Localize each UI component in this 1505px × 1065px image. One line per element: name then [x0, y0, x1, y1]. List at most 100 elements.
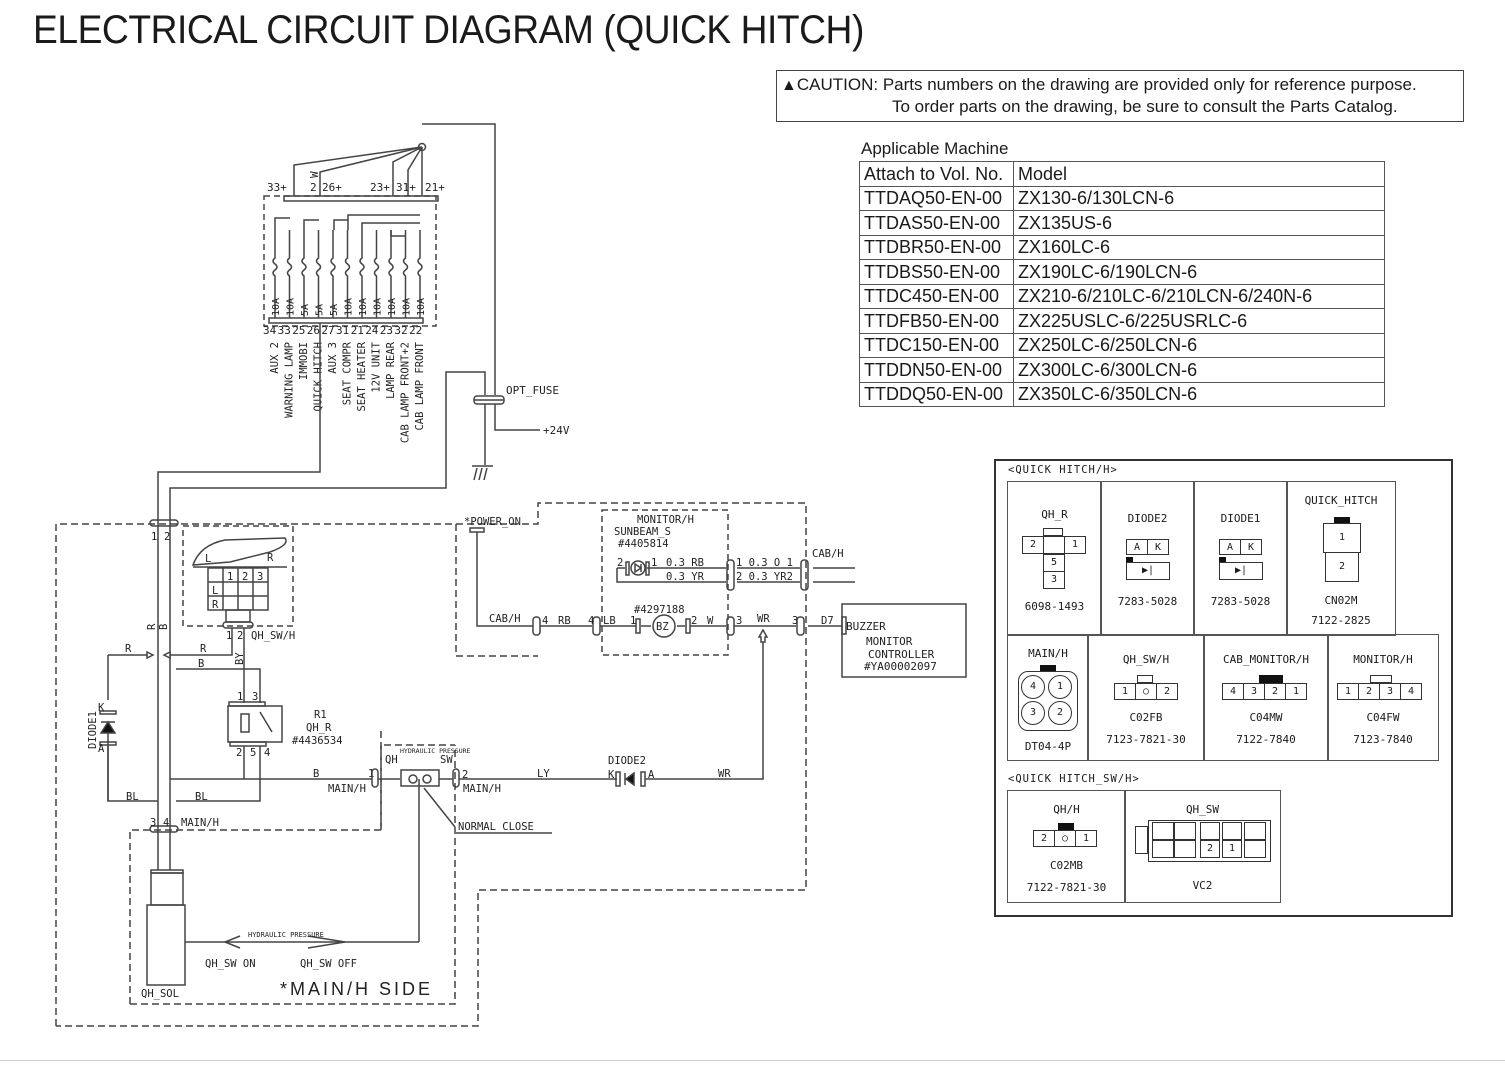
wire-o-right: 1 0.3 O 1: [736, 557, 793, 569]
cab-h-label: CAB/H: [812, 548, 844, 560]
connector-panel: <QUICK HITCH/H> QH_R 2 1 5 3 6098-1493 D…: [994, 459, 1453, 917]
fuse-icon: [330, 230, 336, 318]
page-divider: [0, 1060, 1505, 1061]
fuse-icon: [359, 230, 365, 318]
fuse-pin-label: 21: [351, 324, 364, 337]
vol-no-cell: TTDBS50-EN-00: [859, 259, 1014, 285]
pin-label: 3: [736, 615, 742, 627]
vol-no-cell: TTDAQ50-EN-00: [859, 185, 1014, 211]
top-terminal-label: 26+: [322, 181, 342, 194]
relay-qh-r-label: QH_R: [306, 722, 332, 734]
caution-label: CAUTION:: [796, 75, 879, 94]
pin-blank: [1043, 536, 1065, 554]
relay-contact-icon: [259, 711, 273, 733]
wire-connector-arrows: [146, 650, 171, 660]
wire-rb-top: 0.3 RB: [666, 557, 704, 569]
controller-label: CONTROLLER: [868, 648, 935, 661]
pin-label: 2: [617, 557, 623, 569]
fuse-pin-label: 25: [292, 324, 305, 337]
pin-label: 4: [163, 817, 169, 829]
switch-pin: 1: [227, 571, 233, 583]
connector-name: MONITOR/H: [1353, 653, 1413, 666]
part-number: 7122-2825: [1311, 614, 1371, 627]
opt-fuse-label: OPT_FUSE: [506, 384, 559, 397]
connector-qh-h: QH/H 2 ○ 1 C02MB 7122-7821-30: [1007, 790, 1126, 903]
pin-label: 1: [151, 531, 157, 543]
connector-type: CN02M: [1324, 594, 1358, 607]
qh-sw-off-label: QH_SW OFF: [300, 958, 357, 970]
sunbeam-label: SUNBEAM_S: [614, 526, 671, 538]
diode-k: K: [608, 769, 615, 781]
switch-pin: 3: [257, 571, 263, 583]
wire-24v: [494, 404, 540, 431]
fuse-pin-label: 32: [394, 324, 407, 337]
fuse-icon: [417, 230, 423, 318]
qh-switch-outline: [380, 744, 455, 830]
relay-pin: 3: [252, 691, 258, 703]
sunbeam-wires: [616, 567, 855, 583]
rocker-switch: [191, 537, 287, 629]
connector-name: QH_R: [1041, 508, 1068, 521]
fuse-rating: 10A: [387, 298, 398, 316]
switch-label-l: L: [205, 553, 211, 565]
pin-label: 1: [630, 615, 636, 627]
wire-lb: LB: [603, 615, 616, 627]
wire-bl: [107, 722, 261, 802]
fuse-pin-label: 34: [263, 324, 277, 337]
monitor-h-label: MONITOR/H: [637, 514, 694, 526]
fuse-pin-label: 26: [307, 324, 320, 337]
fuse-rating: 5A: [315, 304, 326, 316]
part-number: VC2: [1192, 879, 1213, 892]
pin-label: 2: [164, 531, 170, 543]
buzzer-symbol-label: BZ: [656, 621, 669, 633]
pressure-arrows: [222, 935, 346, 949]
fuse-rating: 10A: [358, 298, 369, 316]
header-model: Model: [1013, 161, 1385, 187]
fuse-icon: [388, 230, 394, 318]
buzzer-label: BUZZER: [846, 620, 886, 633]
fuse-rating: 5A: [329, 304, 340, 316]
fuse-rating: 5A: [300, 304, 311, 316]
fuse-pin-label: 27: [321, 324, 334, 337]
pin-blank: ○: [1135, 683, 1157, 700]
pin: 2: [1264, 683, 1286, 700]
wr-splice-arrow: [757, 628, 769, 643]
part-number: 7122-7840: [1236, 733, 1296, 746]
diode2-label: DIODE2: [608, 755, 646, 767]
pin-label: 4: [588, 615, 594, 627]
wire-color-r: R: [200, 643, 207, 655]
wire-b: [176, 668, 261, 703]
switch-row-l: L: [212, 585, 218, 597]
fuse-icon: [402, 230, 409, 318]
quick-hitch-h-section-label: <QUICK HITCH/H>: [1008, 464, 1118, 476]
top-terminal-label: 2: [310, 181, 317, 194]
led-icon: [630, 560, 646, 576]
diode1-icon: [99, 720, 117, 734]
wire-color-b: B: [158, 624, 170, 630]
cab-harness-outline: [55, 502, 807, 1027]
relay-pin: 4: [264, 747, 270, 759]
pin: K: [1240, 539, 1262, 555]
pin: A: [1126, 539, 1148, 555]
monitor-section: [469, 509, 855, 656]
vol-no-cell: TTDAS50-EN-00: [859, 210, 1014, 236]
pin: 1: [1337, 683, 1359, 700]
key-icon: [1043, 528, 1063, 536]
caution-box: ▲CAUTION: Parts numbers on the drawing a…: [776, 70, 1464, 122]
model-cell: ZX160LC-6: [1013, 234, 1385, 260]
fuse-circuit-label: IMMOBI: [298, 342, 310, 380]
diode2: [615, 771, 646, 787]
wire-color-ly: LY: [537, 768, 550, 780]
main-h-label: MAIN/H: [463, 783, 501, 795]
hydraulic-pressure-switch: [371, 768, 552, 942]
diode-a: A: [98, 743, 105, 755]
pin: 1: [1222, 840, 1242, 858]
top-terminal-label: 23+: [370, 181, 390, 194]
connector-type: C04FW: [1366, 711, 1400, 724]
fuse-rating: 10A: [402, 298, 413, 316]
connector-qh-sw: QH_SW 2 1 VC2: [1124, 790, 1281, 903]
